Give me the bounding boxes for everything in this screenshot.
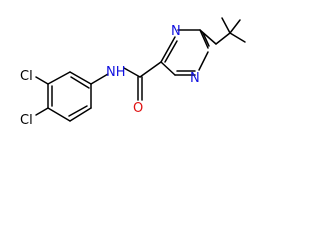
bond-pyrazine-4	[198, 51, 209, 71]
bond-pyrazine-1-double	[164, 40, 178, 63]
atom-label-pyrazine-n1: N	[171, 24, 181, 39]
bond-ring-carbonyl	[139, 61, 162, 78]
bond-pyrazine-6	[160, 61, 176, 76]
bond-tbutyl-quaternary	[215, 32, 231, 45]
bond-carbonyl-n	[123, 67, 141, 78]
bond-phenyl-2	[47, 71, 71, 85]
bond-n-aryl	[90, 73, 109, 85]
structure-canvas: N N NH O Cl Cl	[0, 0, 264, 144]
bond-pyrazine-1	[160, 36, 176, 63]
atom-label-chloro-3: Cl	[20, 69, 33, 84]
bond-phenyl-1-double	[70, 76, 90, 89]
bond-pyrazine-3-double	[202, 32, 210, 47]
atom-label-pyrazine-n4: N	[190, 71, 200, 86]
bond-chloro-3	[35, 76, 49, 85]
bond-tbutyl-methyl-1	[229, 19, 241, 34]
bond-tbutyl-methyl-3	[221, 17, 231, 34]
bond-pyrazine-3	[199, 29, 209, 49]
atom-label-carbonyl-o: O	[133, 101, 143, 116]
bond-chloro-4	[35, 107, 49, 116]
bond-phenyl-5	[69, 107, 92, 122]
bond-ring-tbutyl	[199, 29, 217, 45]
bond-phenyl-1	[69, 71, 92, 85]
bond-phenyl-4	[47, 107, 71, 122]
atom-label-amide-nh: NH	[106, 65, 126, 80]
bond-tbutyl-methyl-2	[229, 32, 246, 43]
atom-label-chloro-4: Cl	[20, 113, 33, 128]
chemical-structure: N N NH O Cl Cl	[20, 17, 246, 128]
bond-phenyl-5-double	[68, 105, 88, 117]
